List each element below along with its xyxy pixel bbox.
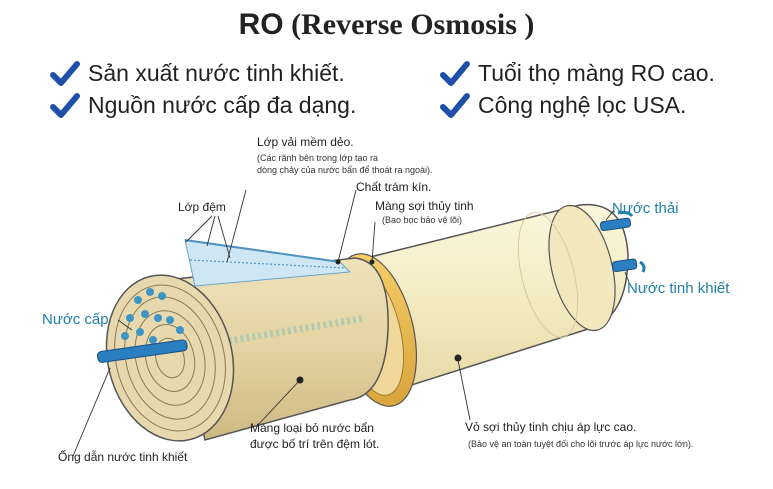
- checkmark-icon: [440, 92, 470, 118]
- product-tube: [97, 339, 188, 363]
- checkmark-icon: [440, 60, 470, 86]
- label-pure-water: Nước tinh khiết: [627, 280, 730, 297]
- feature-text: Tuổi thọ màng RO cao.: [478, 60, 715, 86]
- label-glass-membrane-note: (Bao bọc bảo vệ lõi): [382, 215, 463, 225]
- checkmark-icon: [50, 92, 80, 118]
- label-spacer: Lớp đệm: [178, 200, 226, 214]
- page-title: RO (Reverse Osmosis ): [238, 8, 535, 41]
- label-shell-note: (Bảo vệ an toàn tuyệt đối cho lõi trước …: [468, 439, 694, 449]
- pure-pipe: [611, 258, 638, 273]
- rolled-end: [105, 274, 235, 442]
- label-waste-water: Nước thải: [612, 200, 679, 217]
- checkmark-icon: [50, 60, 80, 86]
- feature-text: Sản xuất nước tinh khiết.: [88, 60, 345, 86]
- label-membrane-2: được bố trí trên đệm lót.: [250, 437, 380, 451]
- feature-item: Công nghệ lọc USA.: [440, 92, 686, 119]
- shell-end: [548, 204, 616, 332]
- label-sealant: Chất trám kín.: [356, 180, 432, 194]
- feature-item: Sản xuất nước tinh khiết.: [50, 60, 345, 87]
- label-fabric-layer: Lớp vải mềm dẻo.: [257, 135, 354, 149]
- label-fabric-note-1: (Các rãnh bên trong lớp tạo ra: [257, 153, 378, 163]
- feature-item: Nguồn nước cấp đa dạng.: [50, 92, 356, 119]
- label-glass-membrane: Màng sợi thủy tinh: [375, 199, 474, 213]
- feature-item: Tuổi thọ màng RO cao.: [440, 60, 715, 87]
- label-feed-water: Nước cấp: [42, 311, 109, 328]
- label-fabric-note-2: dòng chảy của nước bẩn để thoát ra ngoài…: [257, 165, 433, 175]
- feature-text: Công nghệ lọc USA.: [478, 92, 687, 118]
- label-membrane-1: Màng loại bỏ nước bẩn: [250, 421, 374, 435]
- waste-pipe: [599, 217, 632, 232]
- label-product-tube: Ống dẫn nước tinh khiết: [58, 450, 188, 464]
- label-shell: Vỏ sợi thủy tinh chịu áp lực cao.: [465, 420, 637, 434]
- feature-text: Nguồn nước cấp đa dạng.: [88, 92, 357, 118]
